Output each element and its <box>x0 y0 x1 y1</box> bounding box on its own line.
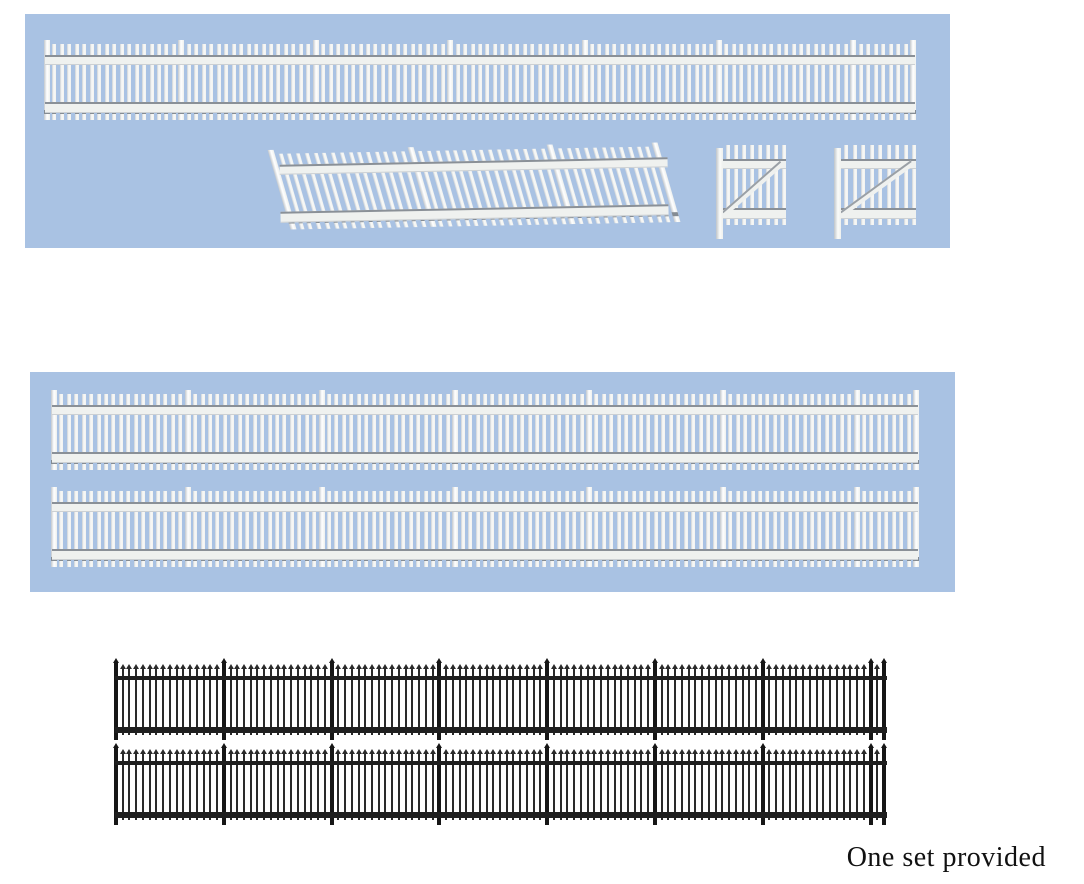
white-picket-fence-strip-3 <box>51 487 919 567</box>
white-picket-fence-strip-1 <box>44 40 916 120</box>
white-picket-gate-1 <box>716 145 786 239</box>
caption-one-set-provided: One set provided <box>846 842 1046 873</box>
white-picket-gate-2 <box>834 145 916 239</box>
metal-spear-fence-strip-1 <box>114 663 887 740</box>
white-picket-fence-strip-2 <box>51 390 919 470</box>
metal-spear-fence-strip-2 <box>114 748 887 825</box>
white-picket-fence-strip-sloped <box>267 142 681 230</box>
